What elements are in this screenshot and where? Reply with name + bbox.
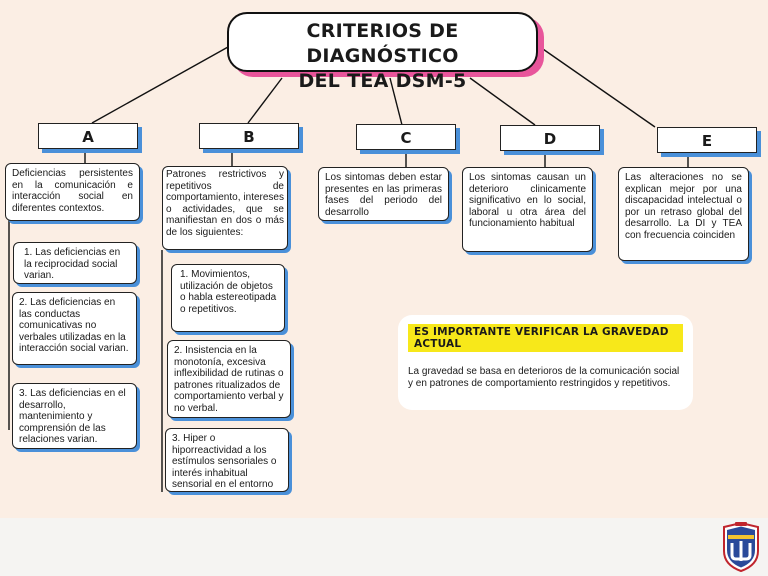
criterion-d-label: D: [500, 125, 600, 151]
connector-title-d: [469, 77, 536, 126]
title-box: CRITERIOS DE DIAGNÓSTICO DEL TEA DSM-5: [227, 12, 538, 92]
title-line1: CRITERIOS DE DIAGNÓSTICO: [306, 20, 459, 67]
criterion-a-description: Deficiencias persistentes en la comunica…: [5, 163, 140, 221]
criterion-a-item-3: 3. Las deficiencias en el desarrollo, ma…: [12, 383, 137, 449]
severity-note-body: La gravedad se basa en deterioros de la …: [408, 366, 680, 389]
criterion-b-description: Patrones restrictivos y repetitivos de c…: [162, 166, 288, 250]
severity-note-title: ES IMPORTANTE VERIFICAR LA GRAVEDAD ACTU…: [408, 324, 683, 352]
connector-title-e: [539, 46, 656, 128]
criterion-e-description: Las alteraciones no se explican mejor po…: [618, 167, 749, 261]
criterion-a-label: A: [38, 123, 138, 149]
severity-note: ES IMPORTANTE VERIFICAR LA GRAVEDAD ACTU…: [398, 315, 693, 410]
connector-title-c: [389, 77, 403, 126]
criterion-b-item-2: 2. Insistencia en la monotonía, excesiva…: [167, 340, 291, 418]
criterion-e-label: E: [657, 127, 757, 153]
connector-title-b: [247, 77, 283, 124]
criterion-d-description: Los sintomas causan un deterioro clinica…: [462, 167, 593, 252]
university-shield-icon: [723, 521, 759, 573]
criterion-a-item-2: 2. Las deficiencias en las conductas com…: [12, 292, 137, 365]
footer-band: [0, 518, 768, 576]
criterion-a-item-1: 1. Las deficiencias en la reciprocidad s…: [13, 242, 137, 284]
connector-title-a: [91, 46, 229, 124]
criterion-c-label: C: [356, 124, 456, 150]
title-line2: DEL TEA DSM-5: [298, 70, 467, 92]
criterion-b-item-3: 3. Hiper o hiporreactividad a los estímu…: [165, 428, 289, 492]
criterion-b-item-1: 1. Movimientos, utilización de objetos o…: [171, 264, 285, 332]
criterion-b-label: B: [199, 123, 299, 149]
criterion-c-description: Los sintomas deben estar presentes en la…: [318, 167, 449, 221]
